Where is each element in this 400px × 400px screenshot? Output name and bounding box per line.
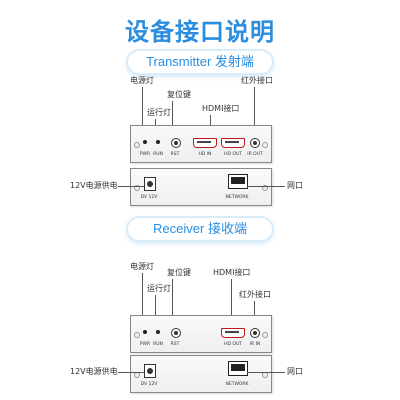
tx-network-label: 网口 — [287, 181, 303, 190]
rx-power-led-label: 电源灯 — [130, 262, 154, 271]
rx-hdmi-label: HDMI接口 — [213, 268, 251, 277]
tx-ir-label: 红外接口 — [241, 76, 273, 85]
rx-hd-out-text: HD OUT — [224, 342, 242, 347]
tx-run-text: RUN — [153, 152, 163, 157]
rx-pwr-text: PWR — [139, 342, 151, 347]
tx-pwr-led — [143, 140, 147, 144]
screw — [134, 332, 140, 338]
rx-rst-text: RST — [170, 342, 180, 347]
rx-front-panel: PWR RUN RST HD OUT IR IN — [130, 315, 272, 353]
tx-power-led-line — [142, 87, 143, 137]
rx-run-led-line — [155, 295, 156, 327]
tx-hdmi-line — [210, 115, 211, 133]
rx-network-line — [247, 372, 285, 373]
tx-hdmi-in-port — [193, 138, 217, 148]
tx-reset-line — [172, 101, 173, 134]
rx-reset-label: 复位键 — [167, 268, 191, 277]
rx-hdmi-out-port — [221, 328, 245, 338]
rx-run-led — [156, 330, 160, 334]
tx-hdmi-label: HDMI接口 — [202, 104, 240, 113]
tx-reset-label: 复位键 — [167, 90, 191, 99]
rx-reset-line — [172, 279, 173, 325]
tx-network-port — [228, 174, 248, 189]
tx-hd-out-text: HD OUT — [224, 152, 242, 157]
tx-rst-text: RST — [170, 152, 180, 157]
receiver-heading: Receiver 接收端 — [128, 218, 272, 240]
tx-power-led-label: 电源灯 — [130, 76, 154, 85]
rx-rear-panel: DV 12V NETWORK — [130, 355, 272, 393]
tx-network-text: NETWORK — [225, 195, 249, 200]
rx-run-text: RUN — [153, 342, 163, 347]
rx-network-text: NETWORK — [225, 382, 249, 387]
rx-hdmi-line — [231, 279, 232, 323]
rx-ir-in-text: IR IN — [249, 342, 261, 347]
page-title: 设备接口说明 — [125, 18, 275, 46]
tx-run-led-label: 运行灯 — [147, 108, 171, 117]
rx-network-port — [228, 361, 248, 376]
rx-power-led-line — [142, 273, 143, 327]
screw — [134, 185, 140, 191]
rx-run-led-label: 运行灯 — [147, 284, 171, 293]
tx-rear-panel: DV 12V NETWORK — [130, 168, 272, 206]
rx-dc-text: DV 12V — [140, 382, 158, 387]
transmitter-heading: Transmitter 发射端 — [128, 51, 272, 73]
rx-dc-label: 12V电源供电 — [70, 367, 118, 376]
rx-dc-line — [118, 372, 144, 373]
tx-run-led — [156, 140, 160, 144]
tx-ir-out-text: IR OUT — [247, 152, 263, 157]
rx-network-label: 网口 — [287, 367, 303, 376]
screw — [262, 332, 268, 338]
tx-pwr-text: PWR — [139, 152, 151, 157]
rx-ir-line — [254, 301, 255, 324]
tx-dc-jack — [144, 177, 156, 191]
tx-hd-in-text: HD IN — [198, 152, 212, 157]
tx-front-panel: PWR RUN RST HD IN HD OUT IR OUT — [130, 125, 272, 163]
screw — [262, 185, 268, 191]
tx-dc-text: DV 12V — [140, 195, 158, 200]
tx-reset-button[interactable] — [171, 138, 181, 148]
tx-dc-line — [118, 186, 144, 187]
tx-hdmi-out-port — [221, 138, 245, 148]
screw — [134, 142, 140, 148]
rx-ir-in-jack — [250, 328, 260, 338]
rx-dc-jack — [144, 364, 156, 378]
tx-network-line — [247, 186, 285, 187]
tx-ir-out-jack — [250, 138, 260, 148]
tx-ir-line — [254, 87, 255, 133]
rx-reset-button[interactable] — [171, 328, 181, 338]
rx-pwr-led — [143, 330, 147, 334]
rx-ir-label: 红外接口 — [239, 290, 271, 299]
tx-dc-label: 12V电源供电 — [70, 181, 118, 190]
screw — [262, 142, 268, 148]
